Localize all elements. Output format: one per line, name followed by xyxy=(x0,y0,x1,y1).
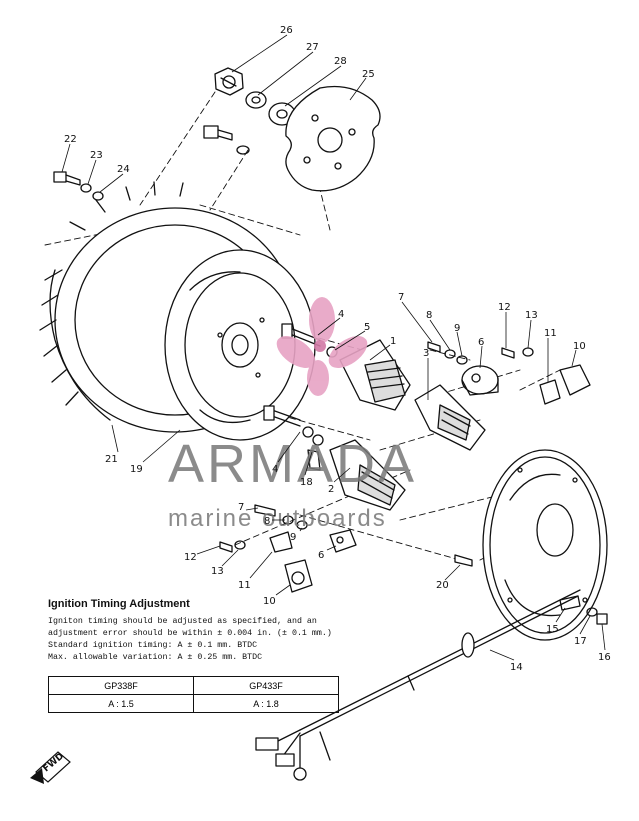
callout-3: 3 xyxy=(423,348,429,359)
callout-19: 19 xyxy=(130,464,143,475)
callout-27: 27 xyxy=(306,42,319,53)
part-6-condenser xyxy=(461,365,499,396)
part-20-stator-base xyxy=(454,449,608,641)
callout-8-lower: 8 xyxy=(264,516,270,527)
callout-11-lower: 11 xyxy=(238,580,251,591)
part-10-breaker-points xyxy=(284,364,591,593)
watermark-tagline: marine outboards xyxy=(168,505,387,532)
callout-7: 7 xyxy=(398,292,404,303)
armada-logo xyxy=(276,297,368,396)
part-25-plate xyxy=(285,85,381,192)
ignition-timing-section: Ignition Timing Adjustment Igniton timin… xyxy=(48,598,348,664)
fwd-arrow-icon: FWD xyxy=(30,751,71,784)
callout-23: 23 xyxy=(90,150,103,161)
ignition-line-1: Igniton timing should be adjusted as spe… xyxy=(48,617,317,626)
ignition-line-4: Max. allowable variation: A ± 0.25 mm. B… xyxy=(48,653,263,662)
part-12-screw xyxy=(219,347,515,553)
callout-13: 13 xyxy=(525,310,538,321)
part-19-rotor xyxy=(164,249,316,441)
part-27-lock-washer xyxy=(245,91,267,109)
callout-4-lower: 4 xyxy=(272,464,278,475)
screw-and-washer xyxy=(203,125,250,155)
callout-12: 12 xyxy=(498,302,511,313)
timing-table-header-gp433f: GP433F xyxy=(193,676,339,695)
callout-17: 17 xyxy=(574,636,587,647)
watermark-brand: ARMADA xyxy=(168,434,417,494)
callout-22: 22 xyxy=(64,134,77,145)
callout-25: 25 xyxy=(362,69,375,80)
ignition-line-3: Standard ignition timing: A ± 0.1 mm. BT… xyxy=(48,641,258,650)
callout-14: 14 xyxy=(510,662,523,673)
callout-5: 5 xyxy=(364,322,370,333)
part-23-washer xyxy=(80,183,92,193)
timing-table: GP338F GP433F A : 1.5 A : 1.8 xyxy=(48,676,339,713)
part-26-nut xyxy=(214,67,244,96)
ignition-line-2: adjustment error should be within ± 0.00… xyxy=(48,629,332,638)
ignition-title: Ignition Timing Adjustment xyxy=(48,598,190,610)
callout-7-lower: 7 xyxy=(238,502,244,513)
timing-table-value-row: A : 1.5 A : 1.8 xyxy=(48,694,339,713)
callout-26: 26 xyxy=(280,25,293,36)
callout-11: 11 xyxy=(544,328,557,339)
part-11-bracket xyxy=(269,379,561,553)
callout-20: 20 xyxy=(436,580,449,591)
part-4-screw-lower xyxy=(263,405,301,427)
callout-9: 9 xyxy=(454,323,460,334)
callout-12-lower: 12 xyxy=(184,552,197,563)
callout-4: 4 xyxy=(338,309,344,320)
part-22-bolt xyxy=(53,171,81,186)
part-3-coil xyxy=(414,384,486,451)
callout-1: 1 xyxy=(390,336,396,347)
part-17-washer xyxy=(586,607,598,617)
callout-24: 24 xyxy=(117,164,130,175)
callout-6-lower: 6 xyxy=(318,550,324,561)
part-24-washer xyxy=(92,191,104,201)
timing-table-value-gp433f: A : 1.8 xyxy=(193,694,339,713)
callout-8: 8 xyxy=(426,310,432,321)
callout-15: 15 xyxy=(546,624,559,635)
callout-10: 10 xyxy=(573,341,586,352)
timing-table-header-gp338f: GP338F xyxy=(48,676,194,695)
timing-table-value-gp338f: A : 1.5 xyxy=(48,694,194,713)
callout-6: 6 xyxy=(478,337,484,348)
callout-18: 18 xyxy=(300,477,313,488)
part-14-wire-harness xyxy=(255,589,581,781)
callouts: 26 27 28 25 22 23 24 7 8 9 6 12 13 11 10… xyxy=(61,25,611,673)
part-2-coil xyxy=(329,439,406,511)
callout-10-lower: 10 xyxy=(263,596,276,607)
callout-16: 16 xyxy=(598,652,611,663)
callout-21: 21 xyxy=(105,454,118,465)
callout-2: 2 xyxy=(328,484,334,495)
part-7-screw xyxy=(254,341,441,517)
part-16-screw xyxy=(596,613,608,625)
callout-9-lower: 9 xyxy=(290,532,296,543)
part-6-condenser-lower xyxy=(329,529,357,553)
timing-table-header-row: GP338F GP433F xyxy=(48,676,339,695)
callout-28: 28 xyxy=(334,56,347,67)
part-15-clamp xyxy=(559,595,581,611)
callout-13-lower: 13 xyxy=(211,566,224,577)
